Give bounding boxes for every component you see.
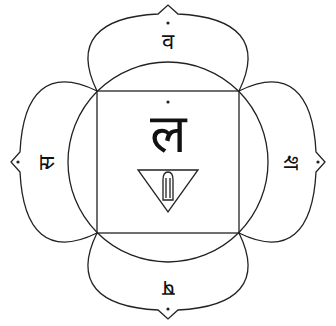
earth-square [97, 91, 239, 233]
dot [166, 21, 169, 24]
dot [16, 160, 19, 163]
bija-syllable: ल [150, 107, 187, 161]
anusvara-dots [16, 21, 319, 310]
inner-circle [68, 62, 268, 262]
linga-symbol [163, 172, 173, 200]
dot [166, 307, 169, 310]
lotus-petals [11, 5, 325, 319]
petal-letter: स [35, 155, 57, 170]
petal [88, 5, 248, 91]
petal-letter: व [162, 31, 174, 53]
dot [166, 100, 169, 103]
inverted-triangle [138, 170, 198, 212]
petal-letter: श [279, 155, 301, 170]
petal-letter: ष [162, 277, 175, 299]
petal [239, 82, 325, 242]
petal [88, 233, 248, 319]
dot [316, 160, 319, 163]
petal [11, 82, 97, 242]
